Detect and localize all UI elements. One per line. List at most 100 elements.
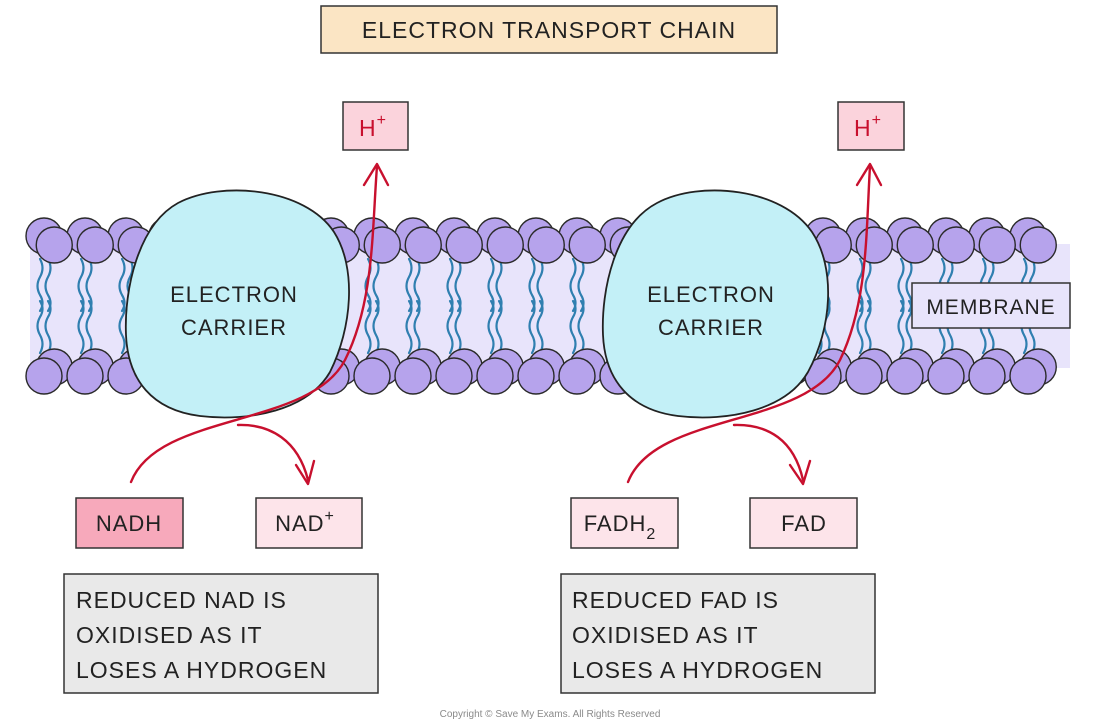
carrier-label-line2: CARRIER [181,315,287,340]
phospholipid-head [1009,357,1047,395]
phospholipid-head [845,357,883,395]
note-line: OXIDISED AS IT [572,622,758,648]
fadh2-box: FADH2 [570,497,679,549]
phospholipid-head [476,357,514,395]
phospholipid-head [66,357,104,395]
lipid-tail [372,257,380,313]
svg-text:H+: H+ [854,112,882,141]
lipid-tail [364,299,372,355]
copyright-text: Copyright © Save My Exams. All Rights Re… [440,709,661,720]
lipid-tail [536,257,544,313]
proton-symbol: H [854,115,872,141]
lipid-tail [44,299,52,355]
phospholipid-head [435,357,473,395]
phospholipid-head [517,357,555,395]
lipid-tail [77,299,85,355]
svg-text:REDUCED NAD IS OXIDISED: REDUCED NAD IS OXIDISED AS IT LOSES A HY… [76,587,327,683]
lipid-tail [405,257,413,313]
svg-text:NAD+: NAD+ [275,508,335,536]
hydrogen-transfer-arrow-right [626,164,872,484]
nad-label: NAD [275,511,324,536]
note-line: OXIDISED AS IT [76,622,262,648]
arrowhead-fad [788,459,812,486]
lipid-tail [118,299,126,355]
phospholipid-head [353,357,391,395]
lipid-tail [856,299,864,355]
lipid-tail [372,299,380,355]
lipid-tail [569,299,577,355]
phospholipid-head [978,226,1016,264]
electron-carrier-left: ELECTRON CARRIER [124,189,350,419]
fad-branch-arrow [732,423,805,482]
phospholipid-head [886,357,924,395]
lipid-tail [495,299,503,355]
lipid-tail [405,299,413,355]
left-arrows [129,162,390,486]
phospholipid-head [937,226,975,264]
nad-charge: + [325,508,335,525]
fad-box: FAD [749,497,858,549]
lipid-tail [446,257,454,313]
lipid-tail [487,299,495,355]
carrier-label-line1: ELECTRON [647,282,775,307]
phospholipid-head [968,357,1006,395]
svg-text:FADH2: FADH2 [584,511,657,543]
phospholipid-head [445,226,483,264]
note-box-left: REDUCED NAD IS OXIDISED AS IT LOSES A HY… [63,573,379,694]
lipid-tail [85,299,93,355]
phospholipid-head [558,357,596,395]
phospholipid-head [35,226,73,264]
lipid-tail [569,257,577,313]
lipid-tail [77,257,85,313]
lipid-tail [85,257,93,313]
phospholipid-head [1019,226,1057,264]
phospholipid-head [855,226,893,264]
lipid-tail [495,257,503,313]
lipid-tail [36,299,44,355]
proton-box-right: H+ [837,101,905,151]
lipid-tail [118,257,126,313]
phospholipid-head [404,226,442,264]
note-box-right: REDUCED FAD IS OXIDISED AS IT LOSES A HY… [560,573,876,694]
proton-box-left: H+ [342,101,409,151]
note-line: LOSES A HYDROGEN [572,657,823,683]
phospholipid-head [25,357,63,395]
arrowhead-left-up [362,162,390,187]
lipid-tail [528,299,536,355]
nadh-label: NADH [96,511,162,536]
fadh-label: FADH [584,511,647,536]
title-box: ELECTRON TRANSPORT CHAIN [320,5,778,54]
lipid-tail [413,257,421,313]
lipid-tail [487,257,495,313]
membrane-label: MEMBRANE [926,296,1055,319]
lipid-tail [897,299,905,355]
lipid-tail [864,299,872,355]
lipid-tail [897,257,905,313]
lipid-tail [577,299,585,355]
lipid-tail [454,257,462,313]
lipid-tail [44,257,52,313]
right-arrows [626,162,883,486]
lipid-tail [454,299,462,355]
phospholipid-head [486,226,524,264]
proton-charge: + [872,112,882,129]
phospholipid-head [527,226,565,264]
proton-symbol: H [359,115,377,141]
phospholipid-head [76,226,114,264]
fad-label: FAD [781,511,827,536]
lipid-tail [36,257,44,313]
title-text: ELECTRON TRANSPORT CHAIN [362,17,736,43]
proton-charge: + [377,112,387,129]
fadh-subscript: 2 [646,526,656,543]
arrowhead-nad [294,459,316,486]
phospholipid-head [568,226,606,264]
note-line: REDUCED NAD IS [76,587,287,613]
hydrogen-transfer-arrow-left [129,164,379,484]
nad-plus-box: NAD+ [255,497,363,549]
lipid-tail [528,257,536,313]
svg-text:H+: H+ [359,112,387,141]
note-line: LOSES A HYDROGEN [76,657,327,683]
arrowhead-right-up [855,162,883,187]
lipid-tail [577,257,585,313]
